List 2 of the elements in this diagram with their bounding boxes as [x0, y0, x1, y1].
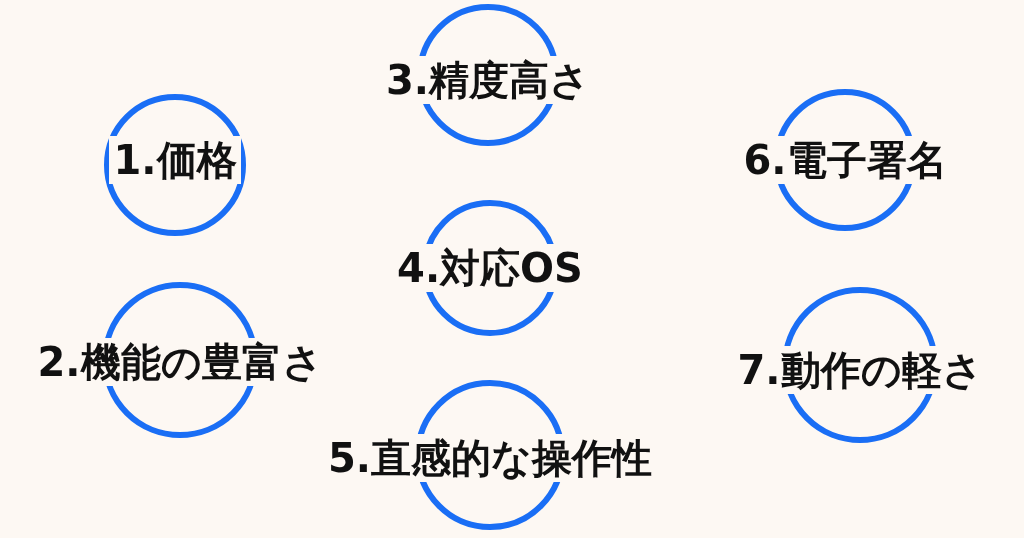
node-label: 1.価格	[109, 136, 241, 184]
ring-node	[104, 94, 246, 236]
